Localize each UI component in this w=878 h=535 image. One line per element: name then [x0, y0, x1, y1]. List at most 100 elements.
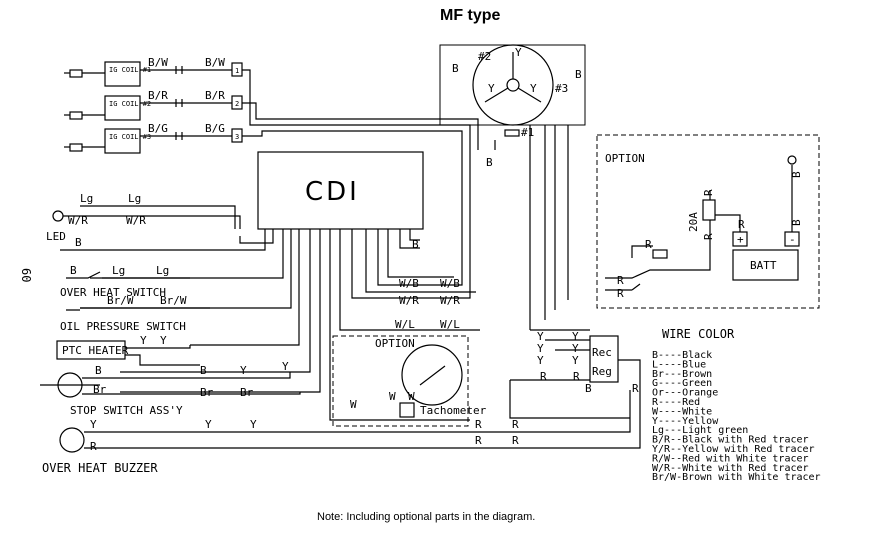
wire-label-brw: Br/W — [107, 294, 134, 307]
wire-label-wr: W/R — [440, 294, 460, 307]
legend-entry: L----Blue — [652, 359, 706, 370]
wire-label-br-short: Br — [240, 386, 254, 399]
over-heat-switch-label: OVER HEAT SWITCH — [60, 286, 166, 299]
rectifier-regulator-group: Rec Reg Y Y Y Y Y Y R R B R — [509, 330, 641, 420]
legend-entry: B/R--Black with Red tracer — [652, 435, 809, 446]
oil-pressure-switch-label: OIL PRESSURE SWITCH — [60, 320, 186, 333]
wire-label-bg: B/G — [205, 122, 225, 135]
battery-connector — [652, 249, 668, 259]
wire-label-y: Y — [90, 418, 97, 431]
stop-switch-group: B Br B Br Y Br Y STOP SWITCH ASS'Y — [40, 360, 301, 417]
legend-entry: Br/W-Brown with White tracer — [652, 472, 821, 483]
spark-plug-icon — [64, 143, 105, 152]
pulser-3-label: #3 — [555, 82, 568, 95]
fuse-label: 20A — [687, 212, 700, 232]
ground-icon — [787, 155, 797, 165]
tach-connector — [399, 402, 415, 418]
fuse-icon — [702, 199, 716, 221]
wire-label-b: B — [575, 68, 582, 81]
wire-label-b: B — [790, 171, 803, 178]
led-group: Lg Lg W/R W/R LED B — [46, 192, 241, 249]
cdi-label: CDI — [305, 177, 360, 207]
legend-entry: W----White — [652, 406, 712, 417]
wire-label-y: Y — [515, 46, 522, 59]
reg-label: Reg — [592, 365, 612, 378]
wire-label-wb: W/B — [399, 277, 419, 290]
legend-entry: Br---Brown — [652, 369, 712, 380]
rec-label: Rec — [592, 346, 612, 359]
wire-label-r: R — [617, 274, 624, 287]
wire-label-w: W — [408, 390, 415, 403]
ig-coil-3-box — [104, 128, 141, 154]
wire-label-wr: W/R — [68, 214, 88, 227]
wire-label-wr: W/R — [399, 294, 419, 307]
wire-label-r: R — [617, 287, 624, 300]
cdi-unit — [257, 151, 424, 230]
wire-label-r: R — [573, 370, 580, 383]
wire-label-y: Y — [140, 334, 147, 347]
wire-label-r: R — [540, 370, 547, 383]
ig-coil-1-label: IG COIL #1 — [109, 66, 151, 74]
wire-label-lg: Lg — [80, 192, 93, 205]
wire-label-y: Y — [250, 418, 257, 431]
legend-entries: B----BlackL----BlueBr---BrownG----GreenO… — [652, 350, 821, 483]
oil-pressure-switch-group: Br/W Br/W OIL PRESSURE SWITCH — [60, 294, 210, 333]
wire-color-legend: WIRE COLOR B----BlackL----BlueBr---Brown… — [652, 327, 821, 483]
wire-label-br: B/R — [205, 89, 225, 102]
wire-label-y: Y — [282, 360, 289, 373]
legend-entry: B----Black — [652, 350, 712, 361]
ig-coil-group: IG COIL #1 IG COIL #2 IG COIL #3 B/W B/W… — [64, 56, 479, 154]
led-icon — [52, 210, 64, 222]
terminal-2-label: 2 — [235, 100, 239, 108]
legend-entry: Or---Orange — [652, 388, 718, 399]
wire-label-b: B — [70, 264, 77, 277]
wire-label-br: B/R — [148, 89, 168, 102]
wire-label-y: Y — [537, 330, 544, 343]
wire-label-bg: B/G — [148, 122, 168, 135]
wire-label-brw: Br/W — [160, 294, 187, 307]
wire-label-b: B — [452, 62, 459, 75]
wire-label-br-short: Br — [93, 383, 107, 396]
ig-coil-2-box — [104, 95, 141, 121]
wire-label-y: Y — [530, 82, 537, 95]
ig-coil-1-box — [104, 61, 141, 87]
wire-label-lg: Lg — [112, 264, 125, 277]
wire-label-y: Y — [572, 342, 579, 355]
diagram-title: MF type — [440, 7, 501, 24]
battery-option-label: OPTION — [605, 152, 645, 165]
wire-label-r: R — [512, 418, 519, 431]
tachometer-label: Tachometer — [420, 404, 487, 417]
wire-label-y: Y — [537, 354, 544, 367]
legend-entry: G----Green — [652, 378, 712, 389]
battery-option-frame — [596, 134, 820, 309]
wire-label-y: Y — [537, 342, 544, 355]
tach-option-frame — [332, 335, 469, 427]
wire-label-r: R — [702, 233, 715, 240]
wire-label-w: W — [350, 398, 357, 411]
battery-plus-label: + — [737, 233, 744, 246]
page-number: 60 — [19, 268, 33, 282]
wire-label-r: R — [90, 440, 97, 453]
rec-reg-box — [589, 335, 619, 383]
wire-label-wb: W/B — [440, 277, 460, 290]
wire-label-r: R — [475, 418, 482, 431]
legend-entry: R/W--Red with White tracer — [652, 453, 809, 464]
tach-option-label: OPTION — [375, 337, 415, 350]
over-heat-buzzer-label: OVER HEAT BUZZER — [42, 461, 158, 475]
wire-label-wl: W/L — [440, 318, 460, 331]
wire-label-r: R — [645, 238, 652, 251]
wire-label-wr: W/R — [126, 214, 146, 227]
tachometer-group: OPTION W W W Tachometer — [332, 335, 487, 427]
led-label: LED — [46, 230, 66, 243]
wire-label-bw: B/W — [148, 56, 168, 69]
wire-label-y: Y — [240, 364, 247, 377]
wire-label-y: Y — [160, 334, 167, 347]
legend-entry: R----Red — [652, 397, 700, 408]
wire-label-b: B — [95, 364, 102, 377]
wire-label-b: B — [75, 236, 82, 249]
over-heat-buzzer-group: Y R Y Y R R R R OVER HEAT BUZZER — [42, 390, 641, 475]
wire-label-b: B — [585, 382, 592, 395]
wire-label-lg: Lg — [128, 192, 141, 205]
wire-label-bw: B/W — [205, 56, 225, 69]
battery-label: BATT — [750, 259, 777, 272]
